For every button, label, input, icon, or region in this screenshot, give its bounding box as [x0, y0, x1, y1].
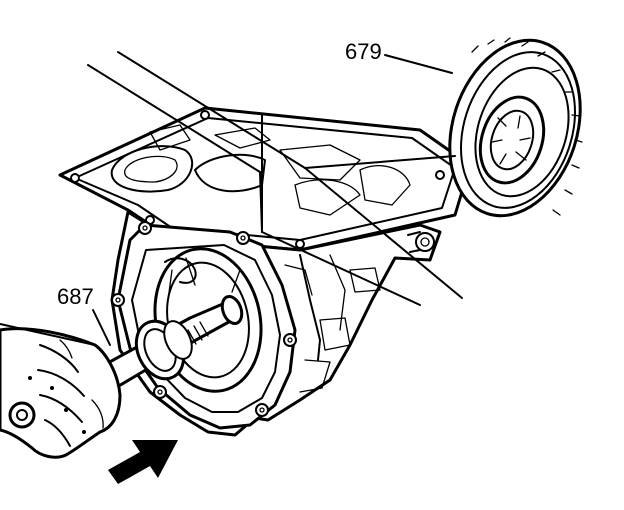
- callout-label-679: 679: [345, 39, 382, 64]
- exploded-view-lines: [87, 51, 463, 306]
- leader-line-679: [384, 54, 453, 74]
- clutch-drum-assembly: [448, 37, 583, 218]
- hand-holding-shaft: [0, 327, 122, 459]
- install-direction-arrow-icon: [108, 440, 178, 484]
- input-shaft-assembly: [93, 294, 244, 392]
- upper-case-gasket-surface: [58, 106, 472, 252]
- leader-line-hand: [0, 323, 96, 346]
- leader-line-687: [92, 309, 111, 346]
- callout-label-687: 687: [57, 284, 94, 309]
